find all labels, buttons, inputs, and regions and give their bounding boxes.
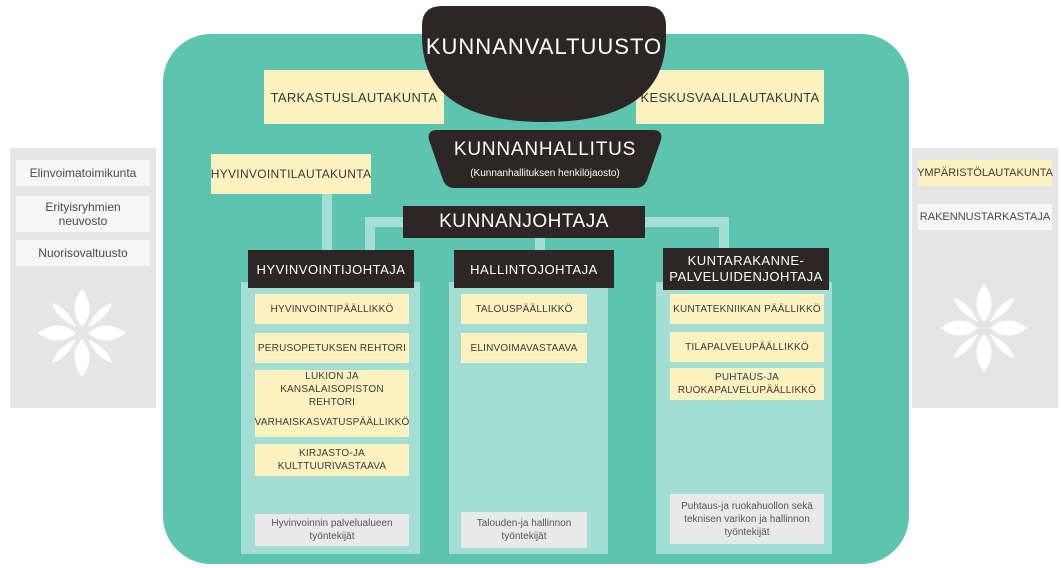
board-shape bbox=[428, 130, 662, 188]
role-kuntatekniikan-paallikko: KUNTATEKNIIKAN PÄÄLLIKKÖ bbox=[670, 294, 824, 324]
connector-left-vertical bbox=[365, 217, 375, 251]
connector-mayor-left-horizontal bbox=[365, 217, 405, 227]
role-kirjasto-kulttuurivastaava: KIRJASTO-JA KULTTUURIVASTAAVA bbox=[255, 444, 409, 476]
flower-icon bbox=[38, 289, 126, 377]
role-hyvinvointipaallikko: HYVINVOINTIPÄÄLLIKKÖ bbox=[255, 294, 409, 324]
role-talouspaallikko: TALOUSPÄÄLLIKKÖ bbox=[461, 294, 587, 324]
role-tilapalvelupaallikko: TILAPALVELUPÄÄLLIKKÖ bbox=[670, 332, 824, 362]
mayor: KUNNANJOHTAJA bbox=[403, 206, 645, 238]
connector-welfare-vertical bbox=[322, 193, 332, 251]
staff-admin: Talouden-ja hallinnon työntekijät bbox=[461, 512, 587, 548]
connector-center-vertical bbox=[535, 237, 545, 251]
staff-welfare: Hyvinvoinnin palvelualueen työntekijät bbox=[255, 514, 409, 546]
role-varhaiskasvatuspaallikko: VARHAISKASVATUSPÄÄLLIKKÖ bbox=[255, 407, 409, 437]
council-title: KUNNANVALTUUSTO bbox=[425, 34, 663, 59]
role-perusopetuksen-rehtori: PERUSOPETUKSEN REHTORI bbox=[255, 333, 409, 363]
flower-icon bbox=[940, 284, 1028, 372]
council-shape bbox=[422, 6, 666, 122]
audit-board: TARKASTUSLAUTAKUNTA bbox=[264, 70, 444, 124]
side-item-elinvoimatoimikunta: Elinvoimatoimikunta bbox=[16, 160, 150, 186]
election-board: KESKUSVAALILAUTAKUNTA bbox=[636, 70, 824, 124]
board-subtitle: (Kunnanhallituksen henkilöjaosto) bbox=[470, 167, 620, 179]
role-puhtaus-ruokapalvelupaallikko: PUHTAUS-JA RUOKAPALVELUPÄÄLLIKKÖ bbox=[670, 368, 824, 400]
left-side-panel: Elinvoimatoimikunta Erityisryhmien neuvo… bbox=[10, 148, 156, 408]
connector-right-vertical bbox=[719, 217, 729, 251]
role-elinvoimavastaava: ELINVOIMAVASTAAVA bbox=[461, 333, 587, 363]
head-welfare-director: HYVINVOINTIJOHTAJA bbox=[248, 250, 414, 288]
staff-infra: Puhtaus-ja ruokahuollon sekä teknisen va… bbox=[670, 494, 824, 544]
connector-mayor-right-horizontal bbox=[645, 217, 729, 227]
column-admin-bg bbox=[449, 282, 608, 554]
head-infra-director: KUNTARAKANNE- PALVELUIDENJOHTAJA bbox=[663, 248, 829, 290]
side-item-ymparistolautakunta: YMPÄRISTÖLAUTAKUNTA bbox=[917, 160, 1053, 186]
board-title: KUNNANHALLITUS bbox=[453, 139, 637, 160]
side-item-nuorisovaltuusto: Nuorisovaltuusto bbox=[16, 240, 150, 266]
welfare-board: HYVINVOINTILAUTAKUNTA bbox=[211, 154, 371, 194]
head-admin-director: HALLINTOJOHTAJA bbox=[454, 250, 614, 288]
side-item-erityisryhmien-neuvosto: Erityisryhmien neuvosto bbox=[16, 196, 150, 232]
side-item-rakennustarkastaja: RAKENNUSTARKASTAJA bbox=[918, 204, 1052, 230]
role-lukion-rehtori: LUKION JA KANSALAISOPISTON REHTORI bbox=[255, 370, 409, 408]
right-side-panel: YMPÄRISTÖLAUTAKUNTA RAKENNUSTARKASTAJA bbox=[912, 148, 1058, 408]
